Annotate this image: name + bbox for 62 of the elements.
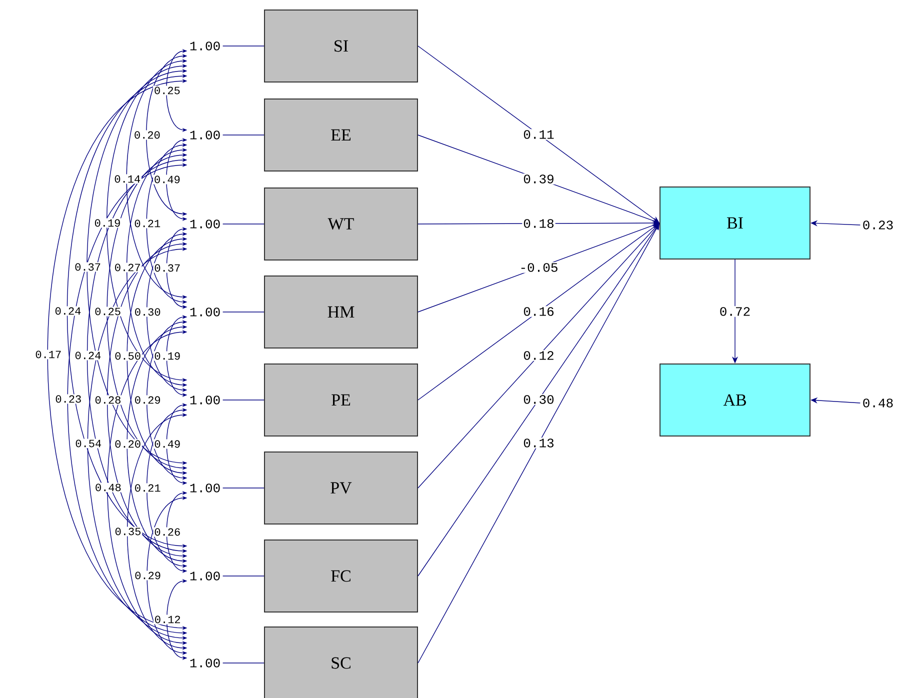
variance-value: 1.00 xyxy=(190,220,220,228)
edge-label: 0.19 xyxy=(153,351,182,361)
edge-label: 0.18 xyxy=(522,218,556,229)
edge-label: 0.25 xyxy=(153,86,182,96)
variance-value: 1.00 xyxy=(190,130,220,140)
variable-box: SI xyxy=(264,10,418,82)
edge-label: 0.20 xyxy=(133,130,162,140)
edge-label: 0.29 xyxy=(133,395,162,405)
edge-label: 0.30 xyxy=(133,307,162,317)
variance-value: 1.00 xyxy=(190,572,220,580)
edge-label: 0.21 xyxy=(133,483,162,493)
edge-label: 0.28 xyxy=(94,395,122,405)
edge-label: 0.24 xyxy=(74,350,102,360)
edge-label: 0.37 xyxy=(74,262,102,272)
edge-label: 0.17 xyxy=(34,350,63,360)
variance-value: 1.00 xyxy=(190,308,220,316)
variance-value: 1.00 xyxy=(190,658,220,668)
edge-label: 0.11 xyxy=(522,129,556,140)
edge-label: 0.30 xyxy=(522,394,556,405)
edge-label: 0.12 xyxy=(153,614,182,624)
variable-box: FC xyxy=(264,540,418,612)
path-arrow xyxy=(418,46,660,223)
variable-box: PE xyxy=(264,364,418,436)
variance-value: 1.00 xyxy=(190,42,220,50)
edge-label: 0.50 xyxy=(114,351,142,361)
variable-box: SC xyxy=(264,626,418,698)
edge-label: 0.19 xyxy=(93,218,122,228)
edge-label: 0.23 xyxy=(54,394,83,404)
path-arrow xyxy=(418,223,660,664)
edge-label: 0.49 xyxy=(153,439,182,449)
path-arrow xyxy=(418,223,660,576)
error-value: 0.23 xyxy=(863,220,893,230)
variance-value: 1.00 xyxy=(190,484,220,492)
variable-box: BI xyxy=(660,186,810,260)
edge-label: 0.26 xyxy=(153,527,182,537)
edge-label: 0.13 xyxy=(522,438,556,448)
edge-label: 0.39 xyxy=(522,174,556,184)
edge-label: 0.20 xyxy=(114,439,142,449)
edge-label: 0.12 xyxy=(522,350,556,361)
edge-label: 0.54 xyxy=(74,438,103,448)
variance-value: 1.00 xyxy=(190,396,220,404)
variable-box: WT xyxy=(264,188,418,260)
edge-label: 0.24 xyxy=(54,306,82,316)
variable-box: AB xyxy=(660,364,810,436)
variable-box: PV xyxy=(264,452,418,524)
edge-label: 0.25 xyxy=(94,306,122,316)
edge-label: 0.48 xyxy=(94,482,122,492)
edge-label: -0.05 xyxy=(518,262,560,273)
edge-label: 0.14 xyxy=(113,174,142,184)
edge-label: 0.29 xyxy=(134,570,162,580)
edge-label: 0.72 xyxy=(718,306,752,317)
edge-label: 0.49 xyxy=(153,174,182,184)
edge-label: 0.35 xyxy=(114,526,142,536)
path-arrow xyxy=(418,223,660,488)
error-value: 0.48 xyxy=(863,398,893,408)
edge-label: 0.16 xyxy=(522,306,556,317)
edge-label: 0.21 xyxy=(133,218,162,228)
edge-label: 0.37 xyxy=(153,263,182,273)
edge-label: 0.27 xyxy=(113,262,142,272)
variable-box: EE xyxy=(264,98,418,172)
variable-box: HM xyxy=(264,276,418,348)
path-arrow xyxy=(418,223,660,400)
